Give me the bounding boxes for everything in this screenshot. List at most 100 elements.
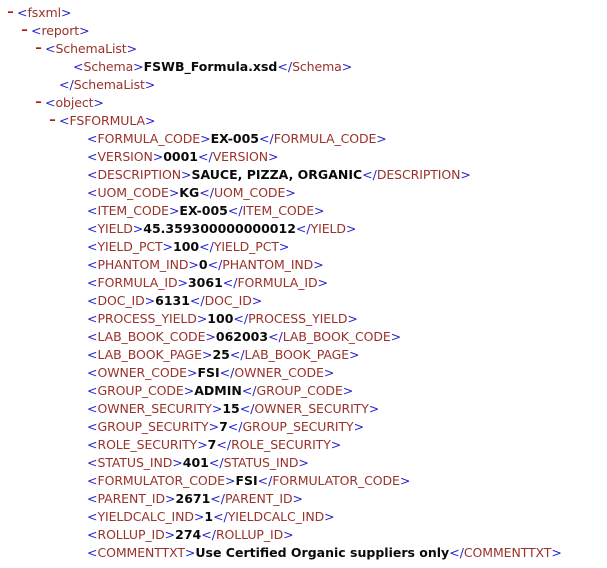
xml-line: <Schema>FSWB_Formula.xsd</Schema> — [0, 58, 607, 76]
tag-name: YIELD — [97, 221, 133, 236]
open-tag-close-bracket: > — [183, 383, 195, 398]
tag-name: YIELDCALC_IND — [227, 509, 325, 524]
tag-name: FORMULA_ID — [97, 275, 178, 290]
tree-indent-spacer — [74, 436, 87, 454]
open-tag-close-bracket: > — [133, 59, 144, 74]
xml-line: <GROUP_CODE>ADMIN</GROUP_CODE> — [0, 382, 607, 400]
tag-name: ROLLUP_ID — [97, 527, 165, 542]
xml-line: <FORMULA_ID>3061</FORMULA_ID> — [0, 274, 607, 292]
open-tag-open-bracket: < — [87, 239, 98, 254]
tag-name: PROCESS_YIELD — [97, 311, 197, 326]
close-tag-open-bracket: </ — [189, 293, 205, 308]
tree-indent-spacer — [74, 184, 87, 202]
xml-node: <FSFORMULA> — [59, 113, 155, 128]
element-value: FSI — [235, 473, 258, 488]
close-tag-close-bracket: > — [376, 131, 387, 146]
collapse-toggle-icon[interactable]: – — [7, 5, 14, 20]
open-tag-open-bracket: < — [87, 311, 98, 326]
close-tag-open-bracket: </ — [259, 131, 274, 146]
element-value: KG — [179, 185, 200, 200]
xml-line: <ROLE_SECURITY>7</ROLE_SECURITY> — [0, 436, 607, 454]
xml-node: <DOC_ID>6131</DOC_ID> — [87, 293, 262, 308]
tree-indent-spacer — [46, 76, 59, 94]
close-tag-close-bracket: > — [285, 185, 296, 200]
tag-name: ITEM_CODE — [242, 203, 315, 218]
close-tag-close-bracket: > — [267, 149, 279, 164]
tree-indent-spacer — [74, 382, 87, 400]
open-tag-close-bracket: > — [165, 491, 176, 506]
xml-node: <GROUP_CODE>ADMIN</GROUP_CODE> — [87, 383, 353, 398]
collapse-toggle-icon[interactable]: – — [35, 95, 42, 110]
tree-indent-spacer — [74, 256, 87, 274]
tree-indent-spacer — [74, 400, 87, 418]
tag-name: FORMULA_CODE — [273, 131, 377, 146]
close-tag-open-bracket: </ — [213, 509, 228, 524]
xml-line: <VERSION>0001</VERSION> — [0, 148, 607, 166]
close-tag-open-bracket: </ — [210, 491, 225, 506]
tag-name: YIELD_PCT — [97, 239, 163, 254]
tag-name: FORMULATOR_CODE — [97, 473, 225, 488]
tree-indent-spacer — [74, 310, 87, 328]
open-tag-close-bracket: > — [196, 311, 208, 326]
close-tag-close-bracket: > — [353, 419, 365, 434]
open-tag-open-bracket: < — [87, 293, 98, 308]
open-tag-open-bracket: < — [87, 527, 98, 542]
open-tag-open-bracket: < — [87, 185, 98, 200]
xml-line: <OWNER_SECURITY>15</OWNER_SECURITY> — [0, 400, 607, 418]
tag-name: ROLLUP_ID — [215, 527, 284, 542]
open-tag-close-bracket: > — [168, 185, 180, 200]
open-tag-open-bracket: < — [45, 95, 56, 110]
xml-node: <PROCESS_YIELD>100</PROCESS_YIELD> — [87, 311, 358, 326]
xml-line: <DOC_ID>6131</DOC_ID> — [0, 292, 607, 310]
element-value: 7 — [219, 419, 228, 434]
xml-line: <ROLLUP_ID>274</ROLLUP_ID> — [0, 526, 607, 544]
collapse-toggle-icon[interactable]: – — [49, 113, 56, 128]
open-tag-open-bracket: < — [87, 473, 98, 488]
close-tag-close-bracket: > — [313, 257, 324, 272]
close-tag-close-bracket: > — [292, 491, 303, 506]
xml-line: <ITEM_CODE>EX-005</ITEM_CODE> — [0, 202, 607, 220]
xml-line: –<object> — [0, 94, 607, 112]
open-tag-open-bracket: < — [87, 491, 98, 506]
element-value: 7 — [207, 437, 217, 452]
tag-name: DESCRIPTION — [376, 167, 461, 182]
open-tag-open-bracket: < — [87, 545, 98, 560]
xml-line: <PROCESS_YIELD>100</PROCESS_YIELD> — [0, 310, 607, 328]
open-tag-close-bracket: > — [79, 23, 90, 38]
element-value: 100 — [207, 311, 234, 326]
open-tag-open-bracket: < — [31, 23, 42, 38]
close-tag-open-bracket: </ — [198, 149, 213, 164]
tree-indent-spacer — [74, 202, 87, 220]
open-tag-open-bracket: < — [87, 347, 98, 362]
tree-indent-spacer — [74, 346, 87, 364]
open-tag-close-bracket: > — [181, 167, 192, 182]
close-tag-close-bracket: > — [341, 59, 353, 74]
tag-name: GROUP_SECURITY — [242, 419, 354, 434]
xml-line: –<SchemaList> — [0, 40, 607, 58]
tag-name: OWNER_CODE — [234, 365, 324, 380]
tag-name: DOC_ID — [97, 293, 145, 308]
xml-line: <YIELDCALC_IND>1</YIELDCALC_IND> — [0, 508, 607, 526]
tag-name: OWNER_CODE — [97, 365, 187, 380]
tree-indent-spacer — [74, 454, 87, 472]
xml-node: <PARENT_ID>2671</PARENT_ID> — [87, 491, 303, 506]
tree-indent-spacer — [74, 166, 87, 184]
close-tag-open-bracket: </ — [219, 365, 235, 380]
xml-line: <PHANTOM_IND>0</PHANTOM_IND> — [0, 256, 607, 274]
open-tag-close-bracket: > — [177, 275, 188, 290]
xml-node: <Schema>FSWB_Formula.xsd</Schema> — [73, 59, 352, 74]
tag-name: Schema — [83, 59, 134, 74]
element-value: ADMIN — [194, 383, 242, 398]
open-tag-close-bracket: > — [201, 347, 213, 362]
close-tag-close-bracket: > — [144, 77, 156, 92]
element-value: SAUCE, PIZZA, ORGANIC — [191, 167, 363, 182]
xml-node: </SchemaList> — [59, 77, 155, 92]
tag-name: object — [55, 95, 94, 110]
close-tag-open-bracket: </ — [449, 545, 464, 560]
collapse-toggle-icon[interactable]: – — [21, 23, 28, 38]
xml-node: <COMMENTTXT>Use Certified Organic suppli… — [87, 545, 562, 560]
tag-name: DOC_ID — [204, 293, 252, 308]
collapse-toggle-icon[interactable]: – — [35, 41, 42, 56]
tree-indent-spacer — [74, 508, 87, 526]
